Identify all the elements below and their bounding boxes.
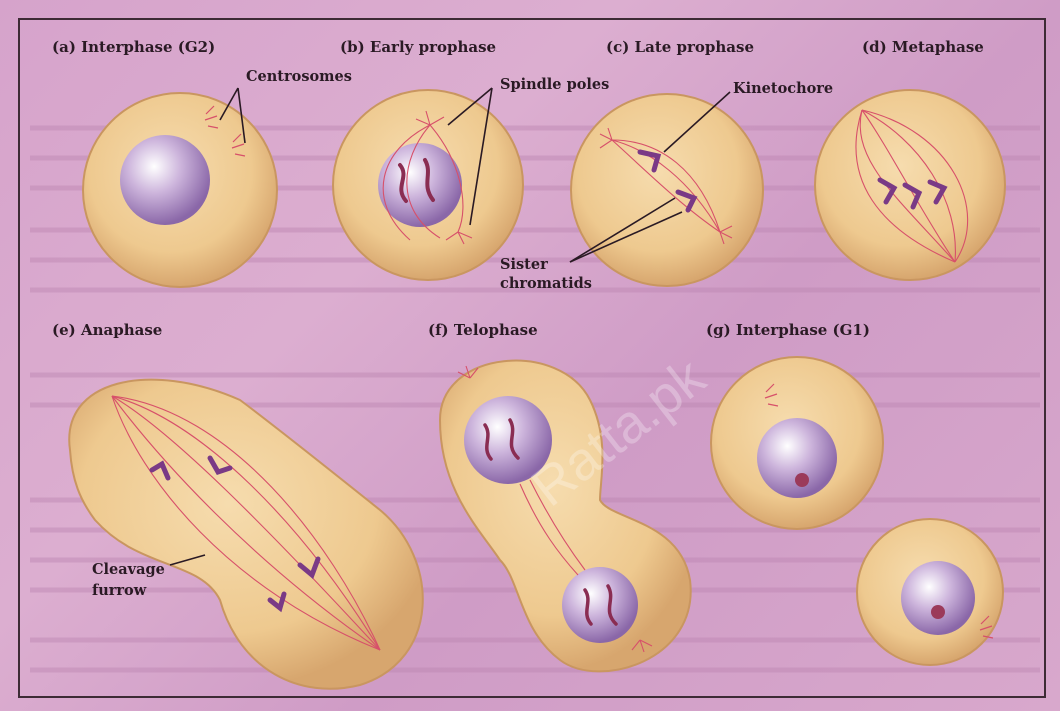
nucleolus — [931, 605, 945, 619]
label-centrosomes: Centrosomes — [246, 70, 352, 85]
title-telophase: (f) Telophase — [428, 323, 538, 338]
title-interphase-g2: (a) Interphase (G2) — [52, 40, 215, 55]
cell-late-prophase — [571, 94, 763, 286]
cell-interphase-g1-upper — [711, 357, 883, 529]
label-chromatids: chromatids — [500, 277, 592, 292]
title-interphase-g1: (g) Interphase (G1) — [706, 323, 870, 338]
nucleus — [562, 567, 638, 643]
title-anaphase: (e) Anaphase — [52, 323, 162, 338]
cell-early-prophase — [333, 90, 523, 280]
label-cleavage: Cleavage — [92, 563, 165, 578]
label-sister: Sister — [500, 258, 548, 273]
label-furrow: furrow — [92, 584, 146, 599]
cell-anaphase — [69, 380, 423, 689]
label-spindle-poles: Spindle poles — [500, 78, 609, 93]
nucleolus — [795, 473, 809, 487]
cell-interphase-g2 — [83, 93, 277, 287]
nucleus — [901, 561, 975, 635]
title-metaphase: (d) Metaphase — [862, 40, 984, 55]
cell-interphase-g1-lower — [857, 519, 1003, 665]
title-early-prophase: (b) Early prophase — [340, 40, 496, 55]
cell-metaphase — [815, 90, 1005, 280]
nucleus — [378, 143, 462, 227]
title-late-prophase: (c) Late prophase — [606, 40, 754, 55]
nucleus — [120, 135, 210, 225]
label-kinetochore: Kinetochore — [733, 82, 833, 97]
nucleus — [757, 418, 837, 498]
